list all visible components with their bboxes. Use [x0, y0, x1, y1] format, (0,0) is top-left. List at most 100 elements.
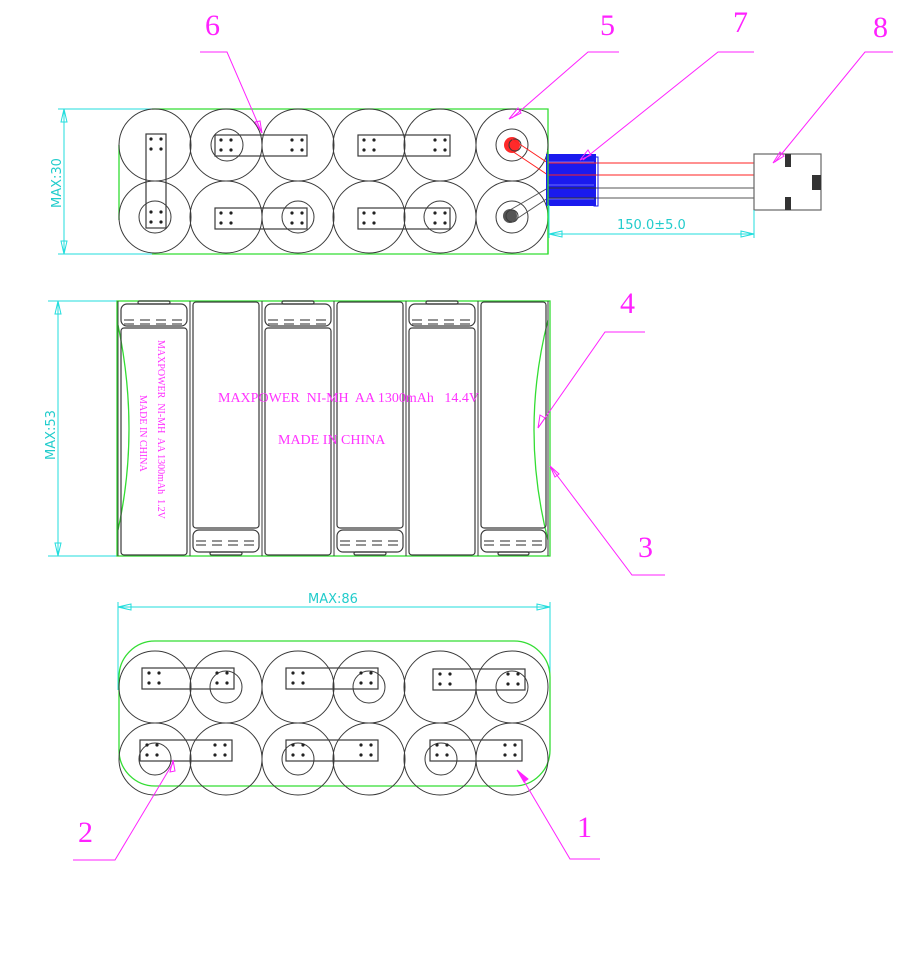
weld-spot	[291, 753, 295, 757]
callout-2: 2	[73, 759, 176, 861]
weld-spot	[443, 211, 447, 215]
weld-spot	[159, 137, 163, 141]
weld-spot	[359, 753, 363, 757]
cell-terminal-ring	[281, 742, 315, 776]
weld-spot	[229, 148, 233, 152]
weld-spot	[438, 672, 442, 676]
weld-spot	[301, 671, 305, 675]
svg-text:8: 8	[873, 11, 888, 44]
callouts: 6 5 7 8 4 3	[73, 6, 893, 861]
weld-spot	[506, 682, 510, 686]
weld-spot	[159, 210, 163, 214]
battery-cell	[118, 722, 192, 796]
pack-label-line2: MADE IN CHINA	[278, 433, 386, 448]
weld-spot	[290, 138, 294, 142]
weld-spot	[301, 681, 305, 685]
nickel-strip	[357, 134, 451, 157]
cell-terminal-ring	[138, 200, 172, 234]
wire-sleeve	[546, 154, 599, 207]
nickel-strip	[432, 668, 526, 691]
weld-spot	[443, 148, 447, 152]
battery-cell	[261, 722, 335, 796]
weld-spot	[145, 743, 149, 747]
callout-1: 1	[516, 769, 600, 860]
pack-label-line1: MAXPOWER NI-MH AA 1300mAh 14.4V	[218, 391, 479, 406]
svg-text:3: 3	[638, 531, 653, 564]
weld-spot	[443, 221, 447, 225]
weld-spot	[225, 681, 229, 685]
weld-spot	[433, 211, 437, 215]
weld-spot	[445, 743, 449, 747]
cell-body	[192, 301, 260, 529]
callout-4: 4	[537, 287, 645, 429]
cell-cap	[120, 303, 188, 327]
weld-spot	[300, 138, 304, 142]
cell-nub	[209, 551, 243, 556]
battery-cell	[261, 180, 335, 254]
weld-spot	[149, 137, 153, 141]
cell-cap	[264, 303, 332, 327]
weld-spot	[369, 681, 373, 685]
svg-text:1: 1	[577, 811, 592, 844]
cell-terminal-ring	[281, 200, 315, 234]
bottom-view: MAX:86	[117, 592, 551, 796]
battery-cell	[261, 108, 335, 182]
battery-cell	[403, 650, 477, 724]
nickel-strip	[145, 133, 167, 229]
callout-3: 3	[549, 465, 665, 576]
weld-spot	[291, 743, 295, 747]
callout-7: 7	[579, 6, 754, 161]
battery-cell	[261, 650, 335, 724]
nickel-strip	[214, 134, 308, 157]
weld-spot	[147, 681, 151, 685]
weld-spot	[435, 753, 439, 757]
cell-nub	[137, 300, 171, 305]
nickel-strip	[141, 667, 235, 690]
weld-spot	[362, 138, 366, 142]
weld-spot	[369, 753, 373, 757]
svg-text:5: 5	[600, 9, 615, 42]
battery-cell	[332, 650, 406, 724]
top-view-nickel-strips	[145, 133, 451, 230]
battery-cell	[403, 108, 477, 182]
weld-spot	[223, 753, 227, 757]
weld-spot	[516, 682, 520, 686]
weld-spot	[219, 221, 223, 225]
top-view-height-label: MAX:30	[50, 158, 65, 208]
weld-spot	[369, 743, 373, 747]
weld-spot	[372, 138, 376, 142]
weld-spot	[290, 148, 294, 152]
battery-cell	[475, 650, 549, 724]
cell-terminal-ring	[209, 670, 243, 704]
cell-nub	[281, 300, 315, 305]
weld-spot	[359, 743, 363, 747]
weld-spot	[157, 681, 161, 685]
weld-spot	[155, 753, 159, 757]
weld-spot	[372, 221, 376, 225]
plug-connector	[753, 153, 822, 211]
cell-terminal-ring	[352, 670, 386, 704]
weld-spot	[369, 671, 373, 675]
weld-spot	[445, 753, 449, 757]
cell-nub	[425, 300, 459, 305]
weld-spot	[300, 221, 304, 225]
weld-spot	[301, 743, 305, 747]
nickel-strip	[285, 667, 379, 690]
battery-cell	[189, 180, 263, 254]
battery-cell	[403, 722, 477, 796]
weld-spot	[362, 221, 366, 225]
cell-terminal-ring	[138, 742, 172, 776]
bottom-view-nickel-strips	[139, 667, 526, 762]
weld-spot	[448, 672, 452, 676]
weld-spot	[215, 671, 219, 675]
battery-cell	[118, 650, 192, 724]
weld-spot	[516, 672, 520, 676]
weld-spot	[438, 682, 442, 686]
weld-spot	[300, 211, 304, 215]
weld-spot	[145, 753, 149, 757]
nickel-strip	[139, 739, 233, 762]
cell-terminal-ring	[210, 128, 244, 162]
weld-spot	[159, 147, 163, 151]
cell-cap	[408, 303, 476, 327]
weld-spot	[503, 743, 507, 747]
